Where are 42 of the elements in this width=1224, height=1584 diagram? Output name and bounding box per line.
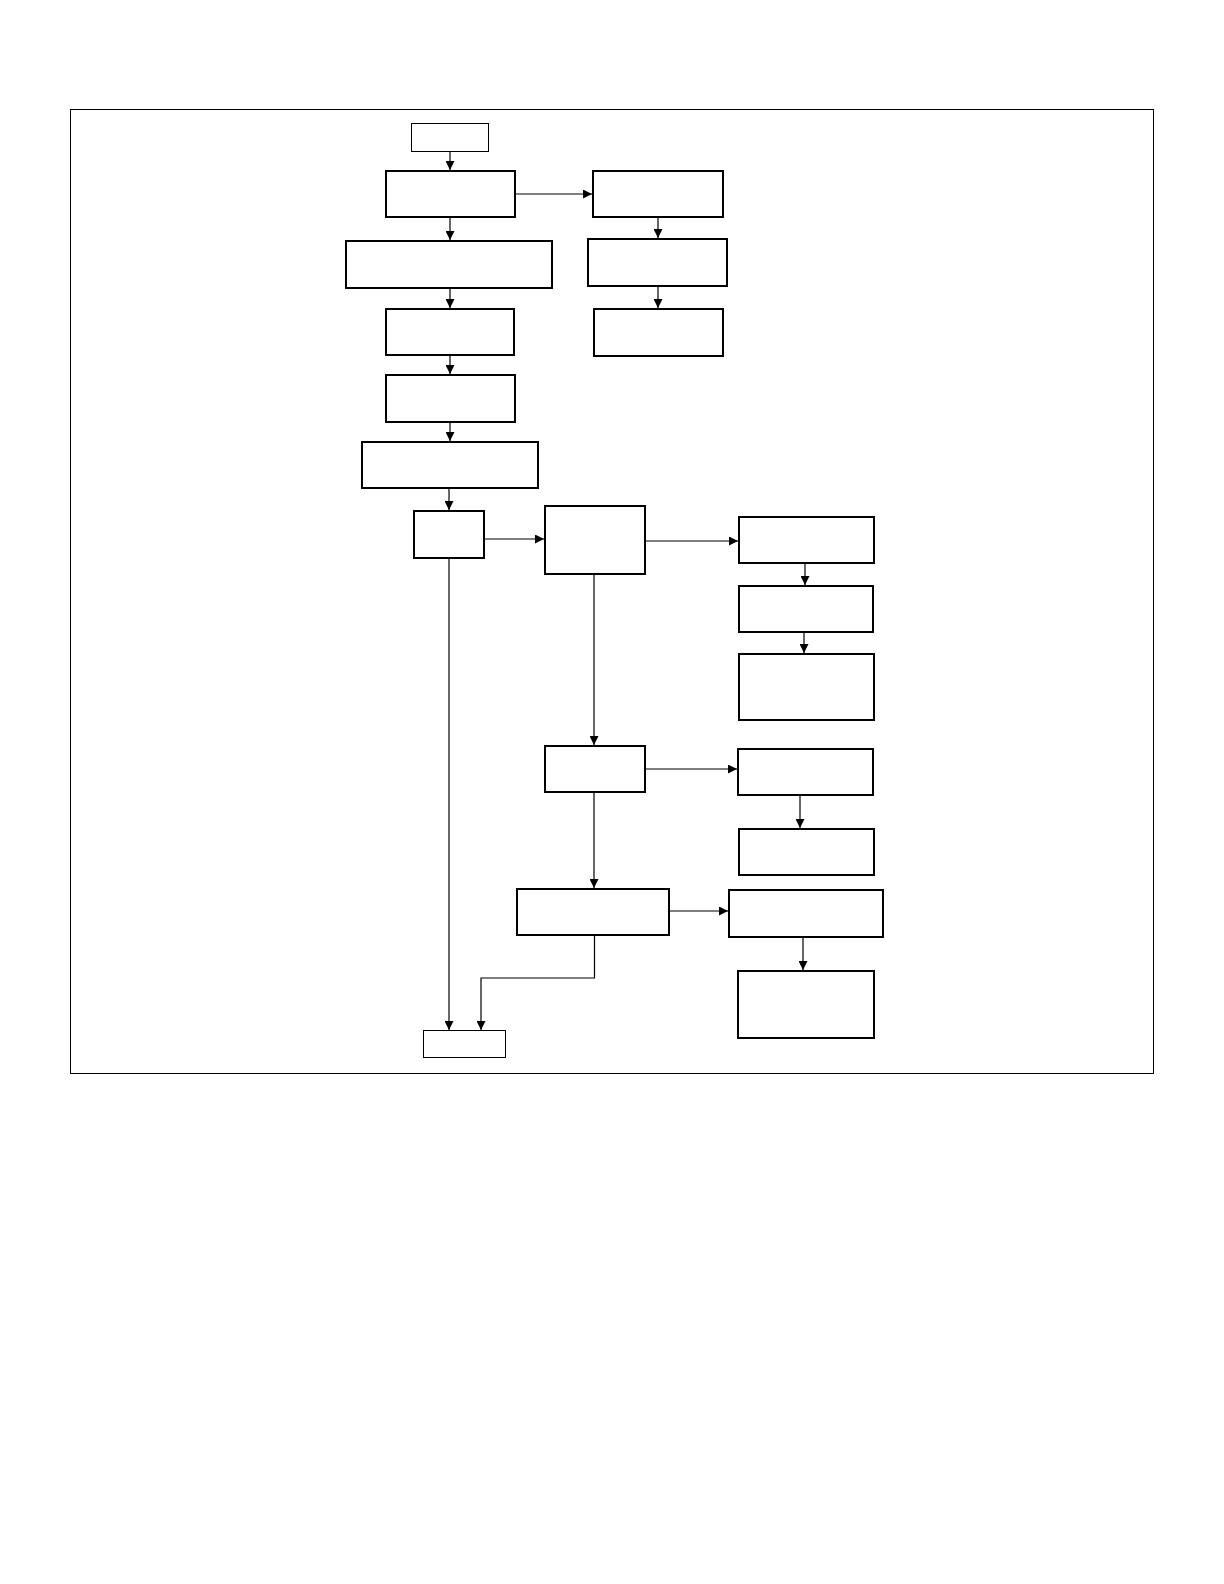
- process-box: [592, 170, 724, 218]
- arrow: [445, 355, 455, 375]
- process-box: [544, 505, 646, 575]
- arrow: [515, 189, 593, 199]
- arrow: [653, 286, 663, 309]
- arrow: [645, 536, 739, 546]
- arrow: [444, 558, 454, 1031]
- arrow: [484, 534, 545, 544]
- arrow: [645, 764, 738, 774]
- process-box: [361, 441, 539, 489]
- process-box: [587, 238, 728, 287]
- process-box: [385, 170, 516, 218]
- process-box: [544, 745, 646, 793]
- arrow: [669, 906, 729, 916]
- process-box: [516, 888, 670, 936]
- arrow: [445, 288, 455, 309]
- process-box: [738, 828, 875, 876]
- process-box: [737, 970, 875, 1039]
- arrow: [800, 563, 810, 586]
- process-box: [738, 653, 875, 721]
- arrow: [445, 217, 455, 241]
- process-box: [737, 748, 874, 796]
- process-box: [411, 123, 489, 152]
- process-box: [345, 240, 553, 289]
- process-box: [413, 510, 485, 559]
- process-box: [728, 889, 884, 938]
- arrow: [799, 632, 809, 654]
- arrow: [445, 151, 455, 171]
- arrow: [798, 937, 808, 971]
- arrow: [653, 217, 663, 239]
- process-box: [738, 585, 874, 633]
- process-box: [385, 308, 515, 356]
- arrow: [476, 935, 596, 1031]
- arrow: [795, 795, 805, 829]
- arrow: [589, 574, 599, 746]
- arrow: [589, 792, 599, 889]
- process-box: [738, 516, 875, 564]
- process-box: [593, 308, 724, 357]
- process-box: [385, 374, 516, 423]
- arrow: [444, 488, 454, 511]
- process-box: [423, 1030, 506, 1058]
- arrow: [445, 422, 455, 442]
